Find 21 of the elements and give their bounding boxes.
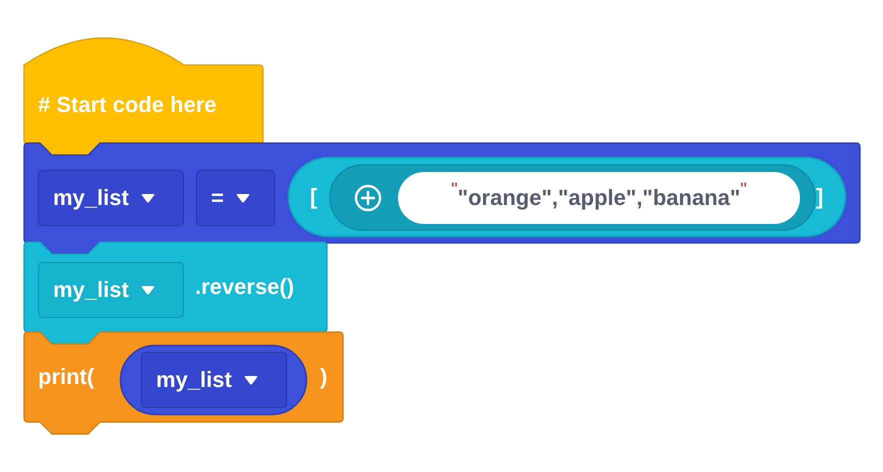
method-call: .reverse() [195, 274, 294, 300]
string-value: "orange","apple","banana" [458, 185, 740, 211]
parenthesis: ) [320, 364, 328, 390]
print-block [24, 332, 343, 434]
operator: = [211, 185, 224, 211]
string-field [398, 172, 800, 224]
quote-mark: " [451, 178, 458, 201]
variable-dropdown [38, 170, 184, 226]
variable-name: my_list [53, 277, 129, 303]
variable-name: my_list [156, 367, 232, 393]
start-block [24, 38, 263, 157]
bracket: [ [310, 184, 318, 210]
variable-dropdown [38, 262, 184, 318]
operator-dropdown [196, 170, 275, 226]
function-name: print( [38, 364, 94, 390]
bracket: ] [816, 184, 824, 210]
variable-dropdown [141, 352, 287, 408]
assignment-block [24, 143, 860, 255]
quote-mark: " [740, 178, 747, 201]
comment-text: # Start code here [38, 92, 217, 118]
variable-name: my_list [53, 185, 129, 211]
